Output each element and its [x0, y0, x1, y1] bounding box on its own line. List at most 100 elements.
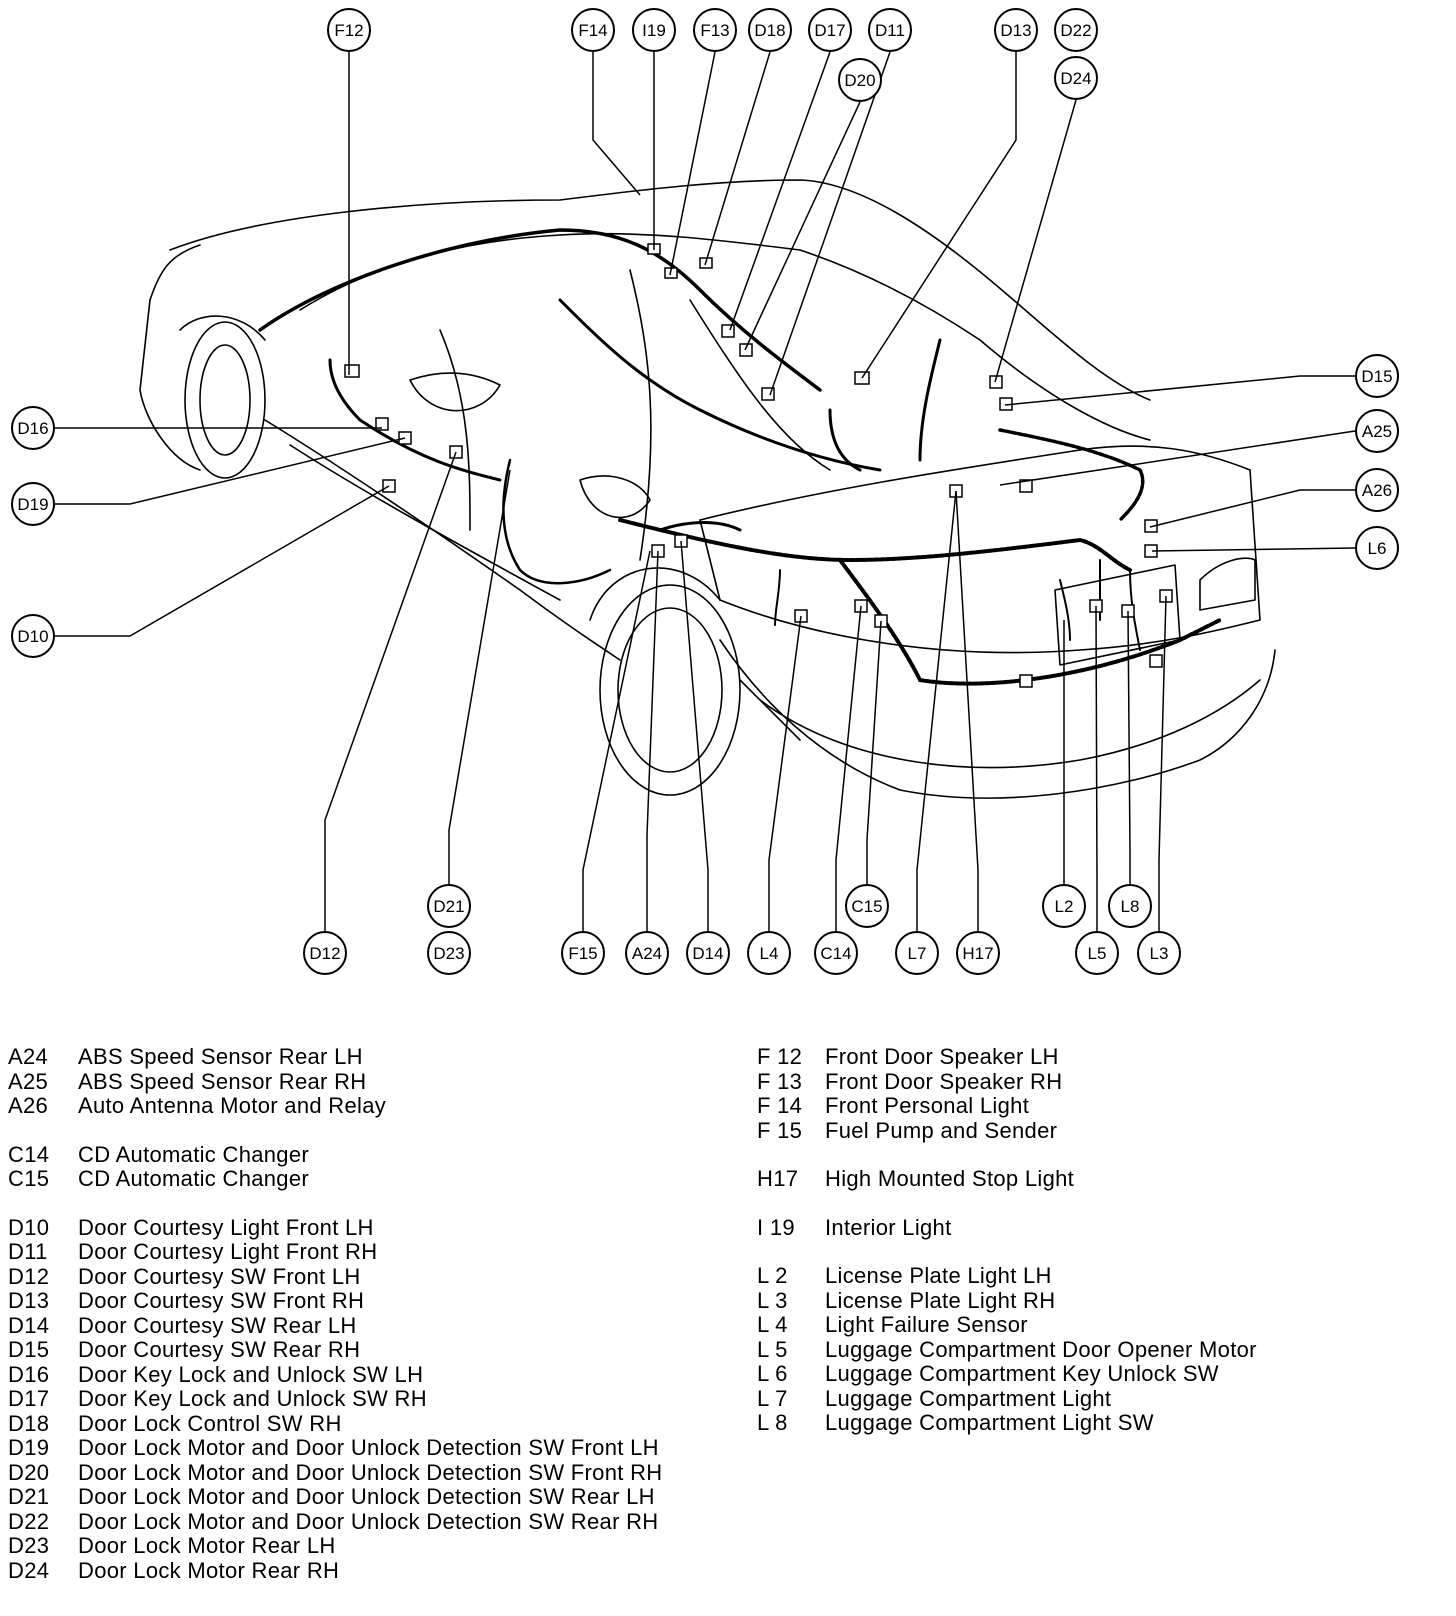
callout-d14: D14	[686, 931, 730, 975]
callout-text: L7	[908, 944, 927, 963]
legend-label: ABS Speed Sensor Rear LH	[78, 1044, 363, 1069]
callout-circle	[845, 884, 889, 928]
callout-text: D19	[17, 495, 48, 514]
leader-f15	[582, 550, 651, 931]
callout-text: F15	[568, 944, 597, 963]
callout-d17: D17	[808, 8, 852, 52]
leader-c14	[835, 605, 862, 931]
callout-circle	[808, 8, 852, 52]
leader-l3	[1158, 595, 1167, 931]
callout-text: H17	[962, 944, 993, 963]
callout-d11: D11	[868, 8, 912, 52]
legend-label: Door Courtesy SW Front RH	[78, 1288, 365, 1313]
callout-l3: L3	[1137, 931, 1181, 975]
callout-text: D23	[433, 944, 464, 963]
callout-l6: L6	[1355, 526, 1399, 570]
callout-text: L5	[1088, 944, 1107, 963]
leader-d20	[744, 101, 861, 351]
legend-code: D19	[8, 1435, 50, 1460]
callout-c14: C14	[814, 931, 858, 975]
legend-label: Door Courtesy Light Front RH	[78, 1239, 378, 1264]
callout-circle	[1355, 354, 1399, 398]
legend-code: D16	[8, 1361, 50, 1387]
legend-label: CD Automatic Changer	[78, 1166, 309, 1191]
callout-circle	[1355, 409, 1399, 453]
legend-code: A25	[8, 1068, 49, 1094]
callout-c15: C15	[845, 884, 889, 928]
leader-d18	[704, 51, 771, 266]
leader-d12	[324, 451, 457, 931]
legend-code: D10	[8, 1214, 50, 1240]
leader-lines	[55, 51, 1356, 931]
legend-code: L 4	[757, 1312, 788, 1337]
legend-code: D23	[8, 1533, 50, 1558]
legend-code: D21	[8, 1484, 50, 1509]
legend-code: F 12	[757, 1044, 803, 1069]
leader-l7	[916, 490, 957, 931]
callout-text: L2	[1055, 897, 1074, 916]
callout-text: D14	[692, 944, 723, 963]
legend-code: F 15	[757, 1117, 803, 1143]
leader-h17	[955, 490, 979, 931]
callout-circle	[327, 8, 371, 52]
callout-circle	[632, 8, 676, 52]
legend-code: D12	[8, 1263, 50, 1289]
legend-label: License Plate Light RH	[825, 1287, 1056, 1313]
legend-row: D12 Door Courtesy SW Front LH	[8, 1263, 662, 1290]
leader-a24	[646, 550, 659, 931]
callout-text: D13	[1000, 21, 1031, 40]
callout-text: D20	[844, 71, 875, 90]
callout-circle	[11, 482, 55, 526]
callout-l2: L2	[1042, 884, 1086, 928]
legend-code: A26	[8, 1093, 49, 1118]
legend-label: Luggage Compartment Door Opener Motor	[825, 1336, 1257, 1362]
callout-circle	[1042, 884, 1086, 928]
legend-label: Light Failure Sensor	[825, 1312, 1028, 1337]
callout-circle	[11, 614, 55, 658]
legend-code: D17	[8, 1386, 50, 1411]
callout-text: F14	[578, 21, 607, 40]
callout-circle	[814, 931, 858, 975]
callout-circle	[693, 8, 737, 52]
callout-circle	[1355, 468, 1399, 512]
callout-d16: D16	[11, 406, 55, 450]
leader-d19	[55, 437, 406, 505]
legend-row: D21 Door Lock Motor and Door Unlock Detec…	[8, 1484, 662, 1510]
callout-circle	[427, 884, 471, 928]
leader-d24	[994, 99, 1077, 383]
callout-f12: F12	[327, 8, 371, 52]
callout-text: A26	[1362, 481, 1392, 500]
legend-label: License Plate Light LH	[825, 1263, 1052, 1288]
callout-a26: A26	[1355, 468, 1399, 512]
legend-label: Door Courtesy SW Front LH	[78, 1263, 361, 1289]
legend-label: Interior Light	[825, 1214, 952, 1240]
callout-d21: D21	[427, 884, 471, 928]
leader-f13	[669, 51, 716, 276]
legend-code: L 5	[757, 1336, 788, 1362]
legend-label: Luggage Compartment Light	[825, 1385, 1112, 1411]
callout-circle	[895, 931, 939, 975]
callout-circle	[11, 406, 55, 450]
legend-label: Auto Antenna Motor and Relay	[78, 1093, 387, 1118]
legend-code: D15	[8, 1337, 50, 1362]
legend-label: Door Lock Motor and Door Unlock Detectio…	[78, 1484, 655, 1509]
callout-circle	[956, 931, 1000, 975]
